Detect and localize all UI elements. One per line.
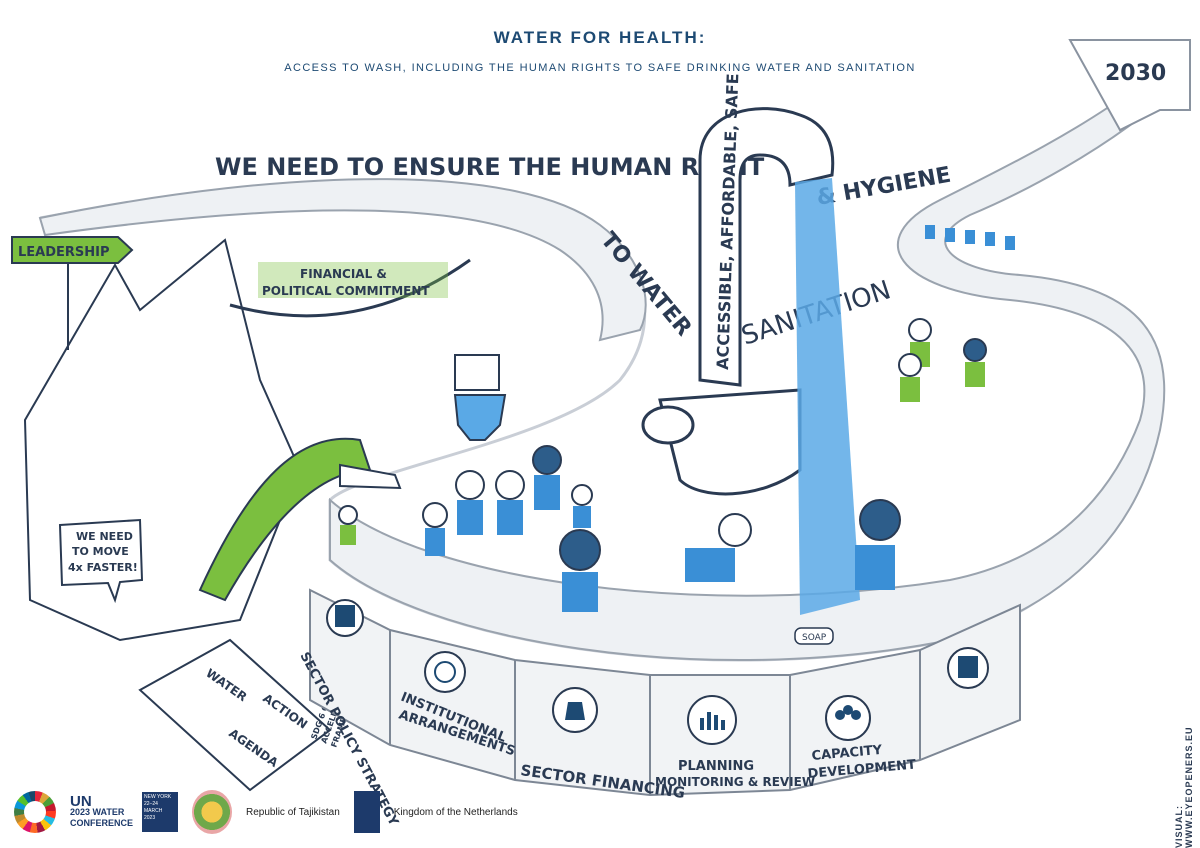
green-people-group [338, 318, 987, 545]
page-subtitle: ACCESS TO WASH, INCLUDING THE HUMAN RIGH… [284, 62, 916, 74]
ny-line-2: 22–24 [144, 801, 158, 807]
netherlands-emblem-icon [353, 791, 380, 833]
people-group [422, 445, 901, 612]
year-2030: 2030 [1105, 61, 1166, 86]
upper-road [38, 178, 647, 342]
action-agenda-book [138, 638, 332, 792]
pillar-label-planning-2: MONITORING & REVIEW [655, 775, 815, 789]
netherlands-label: Kingdom of the Netherlands [393, 806, 518, 818]
tajikistan-label: Republic of Tajikistan [246, 806, 340, 818]
arrow-2030 [1068, 39, 1191, 132]
ny-line-4: 2023 [144, 815, 156, 821]
speech-line-1: WE NEED [76, 530, 133, 543]
un-conference-logo: UN 2023 WATER CONFERENCE [70, 792, 133, 829]
un-logo-line-2: 2023 WATER [70, 806, 125, 817]
children-hygiene-group [925, 225, 1015, 250]
toilet-icon [453, 394, 507, 441]
un-logo-line-3: CONFERENCE [70, 817, 134, 828]
visual-credit: VISUAL: WWW.EYEOPENERS.EU [1174, 726, 1194, 848]
footer-logos: UN 2023 WATER CONFERENCE NEW YORK 22–24 … [14, 788, 518, 836]
bridge-label-1: FINANCIAL & [300, 267, 387, 281]
ny-line-3: MARCH [144, 808, 163, 814]
bridge-sign [258, 262, 448, 298]
pillars-wall [309, 588, 1021, 797]
soap-bar [794, 627, 834, 645]
shoe-icon [339, 463, 402, 490]
green-leg [198, 437, 372, 602]
soap-label: SOAP [802, 633, 827, 643]
robot-icon [454, 354, 500, 391]
faucet-body [698, 107, 835, 387]
speech-bubble [58, 518, 144, 604]
faucet-handle [641, 405, 695, 445]
speech-line-2: TO MOVE [72, 545, 129, 558]
tajikistan-emblem-icon [192, 790, 232, 834]
flower-network-icon [424, 651, 466, 693]
new-york-badge: NEW YORK 22–24 MARCH 2023 [142, 792, 178, 832]
bridge [229, 258, 471, 318]
pillar-label-planning-1: PLANNING [678, 759, 754, 774]
bar-chart-icon [687, 695, 737, 745]
leadership-sign [11, 236, 134, 264]
speech-line-3: 4x FASTER! [68, 561, 138, 574]
leadership-label: LEADERSHIP [18, 245, 110, 260]
page-title: WATER FOR HEALTH: [493, 28, 707, 47]
banner-text: WE NEED TO ENSURE THE HUMAN RIGHT [215, 153, 765, 181]
pillar-label-capacity-1: CAPACITY [811, 743, 883, 764]
bridge-label-2: POLITICAL COMMITMENT [262, 284, 430, 298]
un-logo-text: UN [70, 792, 92, 810]
people-group-icon [825, 695, 871, 741]
ny-line-1: NEW YORK [144, 794, 172, 800]
water-stream [795, 178, 860, 615]
sdg-wheel-logo [14, 791, 56, 833]
